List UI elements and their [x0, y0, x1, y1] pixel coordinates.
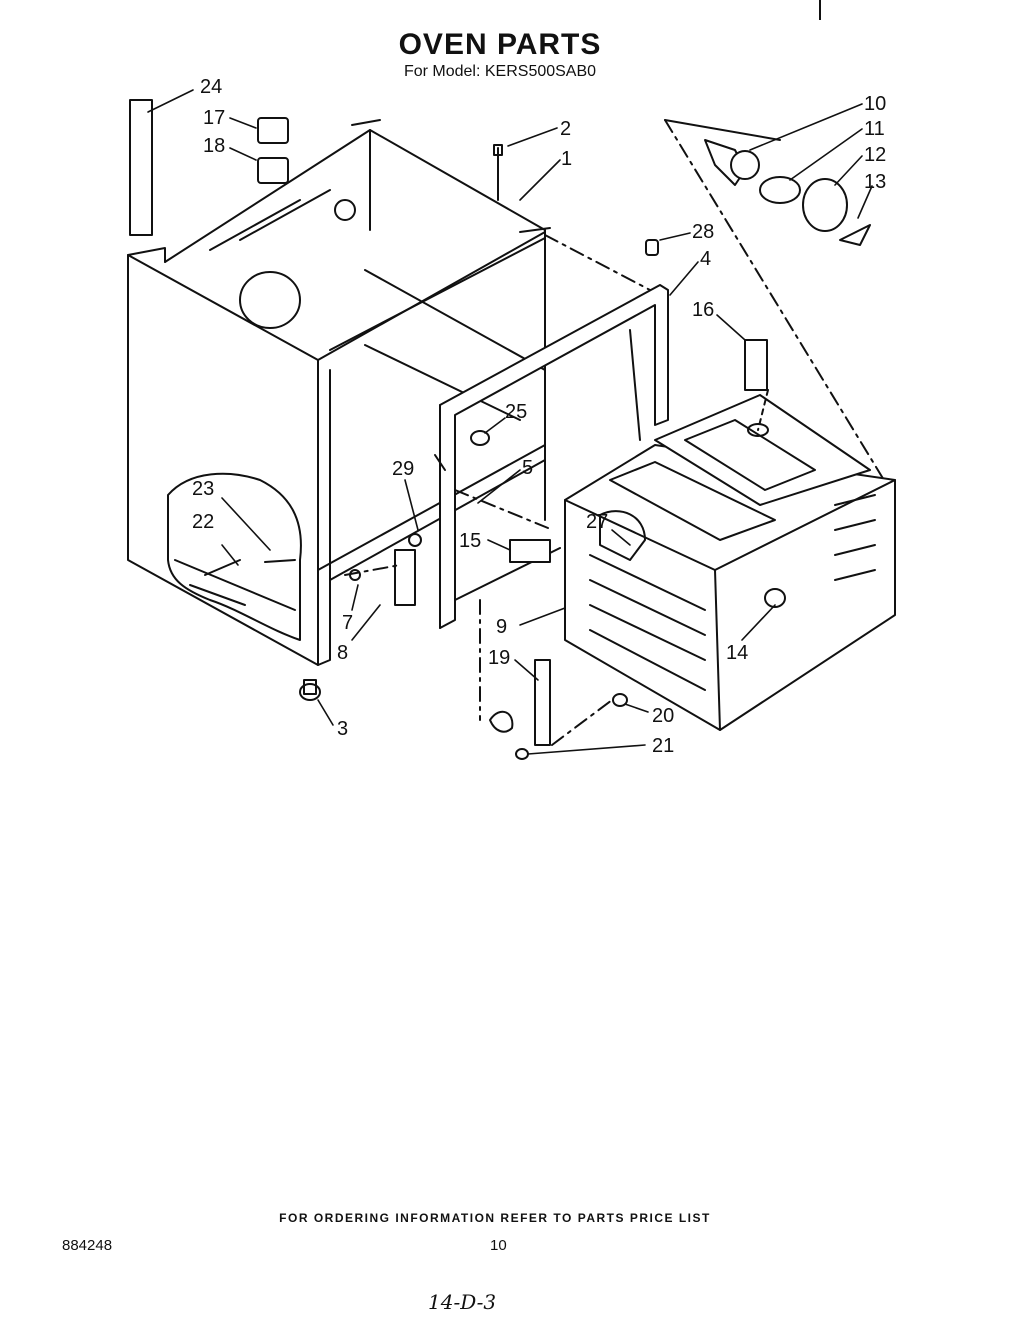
side-panel-cutaway: [167, 472, 302, 641]
callout-8: 8: [337, 642, 348, 664]
callout-12: 12: [864, 144, 886, 166]
callout-24: 24: [200, 76, 222, 98]
model-subtitle: For Model: KERS500SAB0: [403, 63, 597, 80]
page-title: OVEN PARTS: [398, 28, 602, 61]
callout-13: 13: [864, 171, 886, 193]
callout-28: 28: [692, 221, 714, 243]
callout-27: 27: [586, 511, 608, 533]
oven-light-assembly: [664, 119, 891, 491]
callout-15: 15: [459, 530, 481, 552]
hinge-and-bracket-parts: [129, 99, 768, 760]
callout-25: 25: [505, 401, 527, 423]
scan-edge-mark: [819, 0, 821, 20]
callout-16: 16: [692, 299, 714, 321]
callout-18: 18: [203, 135, 225, 157]
callout-arrows: [147, 89, 873, 755]
callout-19: 19: [488, 647, 510, 669]
callout-14: 14: [726, 642, 748, 664]
callout-20: 20: [652, 705, 674, 727]
ordering-note: FOR ORDERING INFORMATION REFER TO PARTS …: [279, 1211, 711, 1225]
callout-17: 17: [203, 107, 225, 129]
handwritten-note: 14-D-3: [428, 1290, 497, 1314]
callout-3: 3: [337, 718, 348, 740]
callout-9: 9: [496, 616, 507, 638]
assembly-leader-lines: [344, 234, 651, 746]
callout-21: 21: [652, 735, 674, 757]
callout-7: 7: [342, 612, 353, 634]
callout-11: 11: [864, 118, 885, 140]
callout-29: 29: [392, 458, 414, 480]
document-number: 884248: [62, 1237, 113, 1254]
callout-23: 23: [192, 478, 214, 500]
page-number: 10: [490, 1237, 507, 1254]
callout-5: 5: [522, 457, 533, 479]
callout-22: 22: [192, 511, 214, 533]
oven-liner: [564, 389, 896, 731]
callout-labels: 24 17 18 2 1 10 11 12 13 28 4 16 25 5 29…: [192, 76, 886, 757]
callout-4: 4: [700, 248, 711, 270]
callout-10: 10: [864, 93, 886, 115]
callout-2: 2: [560, 118, 571, 140]
callout-1: 1: [561, 148, 572, 170]
